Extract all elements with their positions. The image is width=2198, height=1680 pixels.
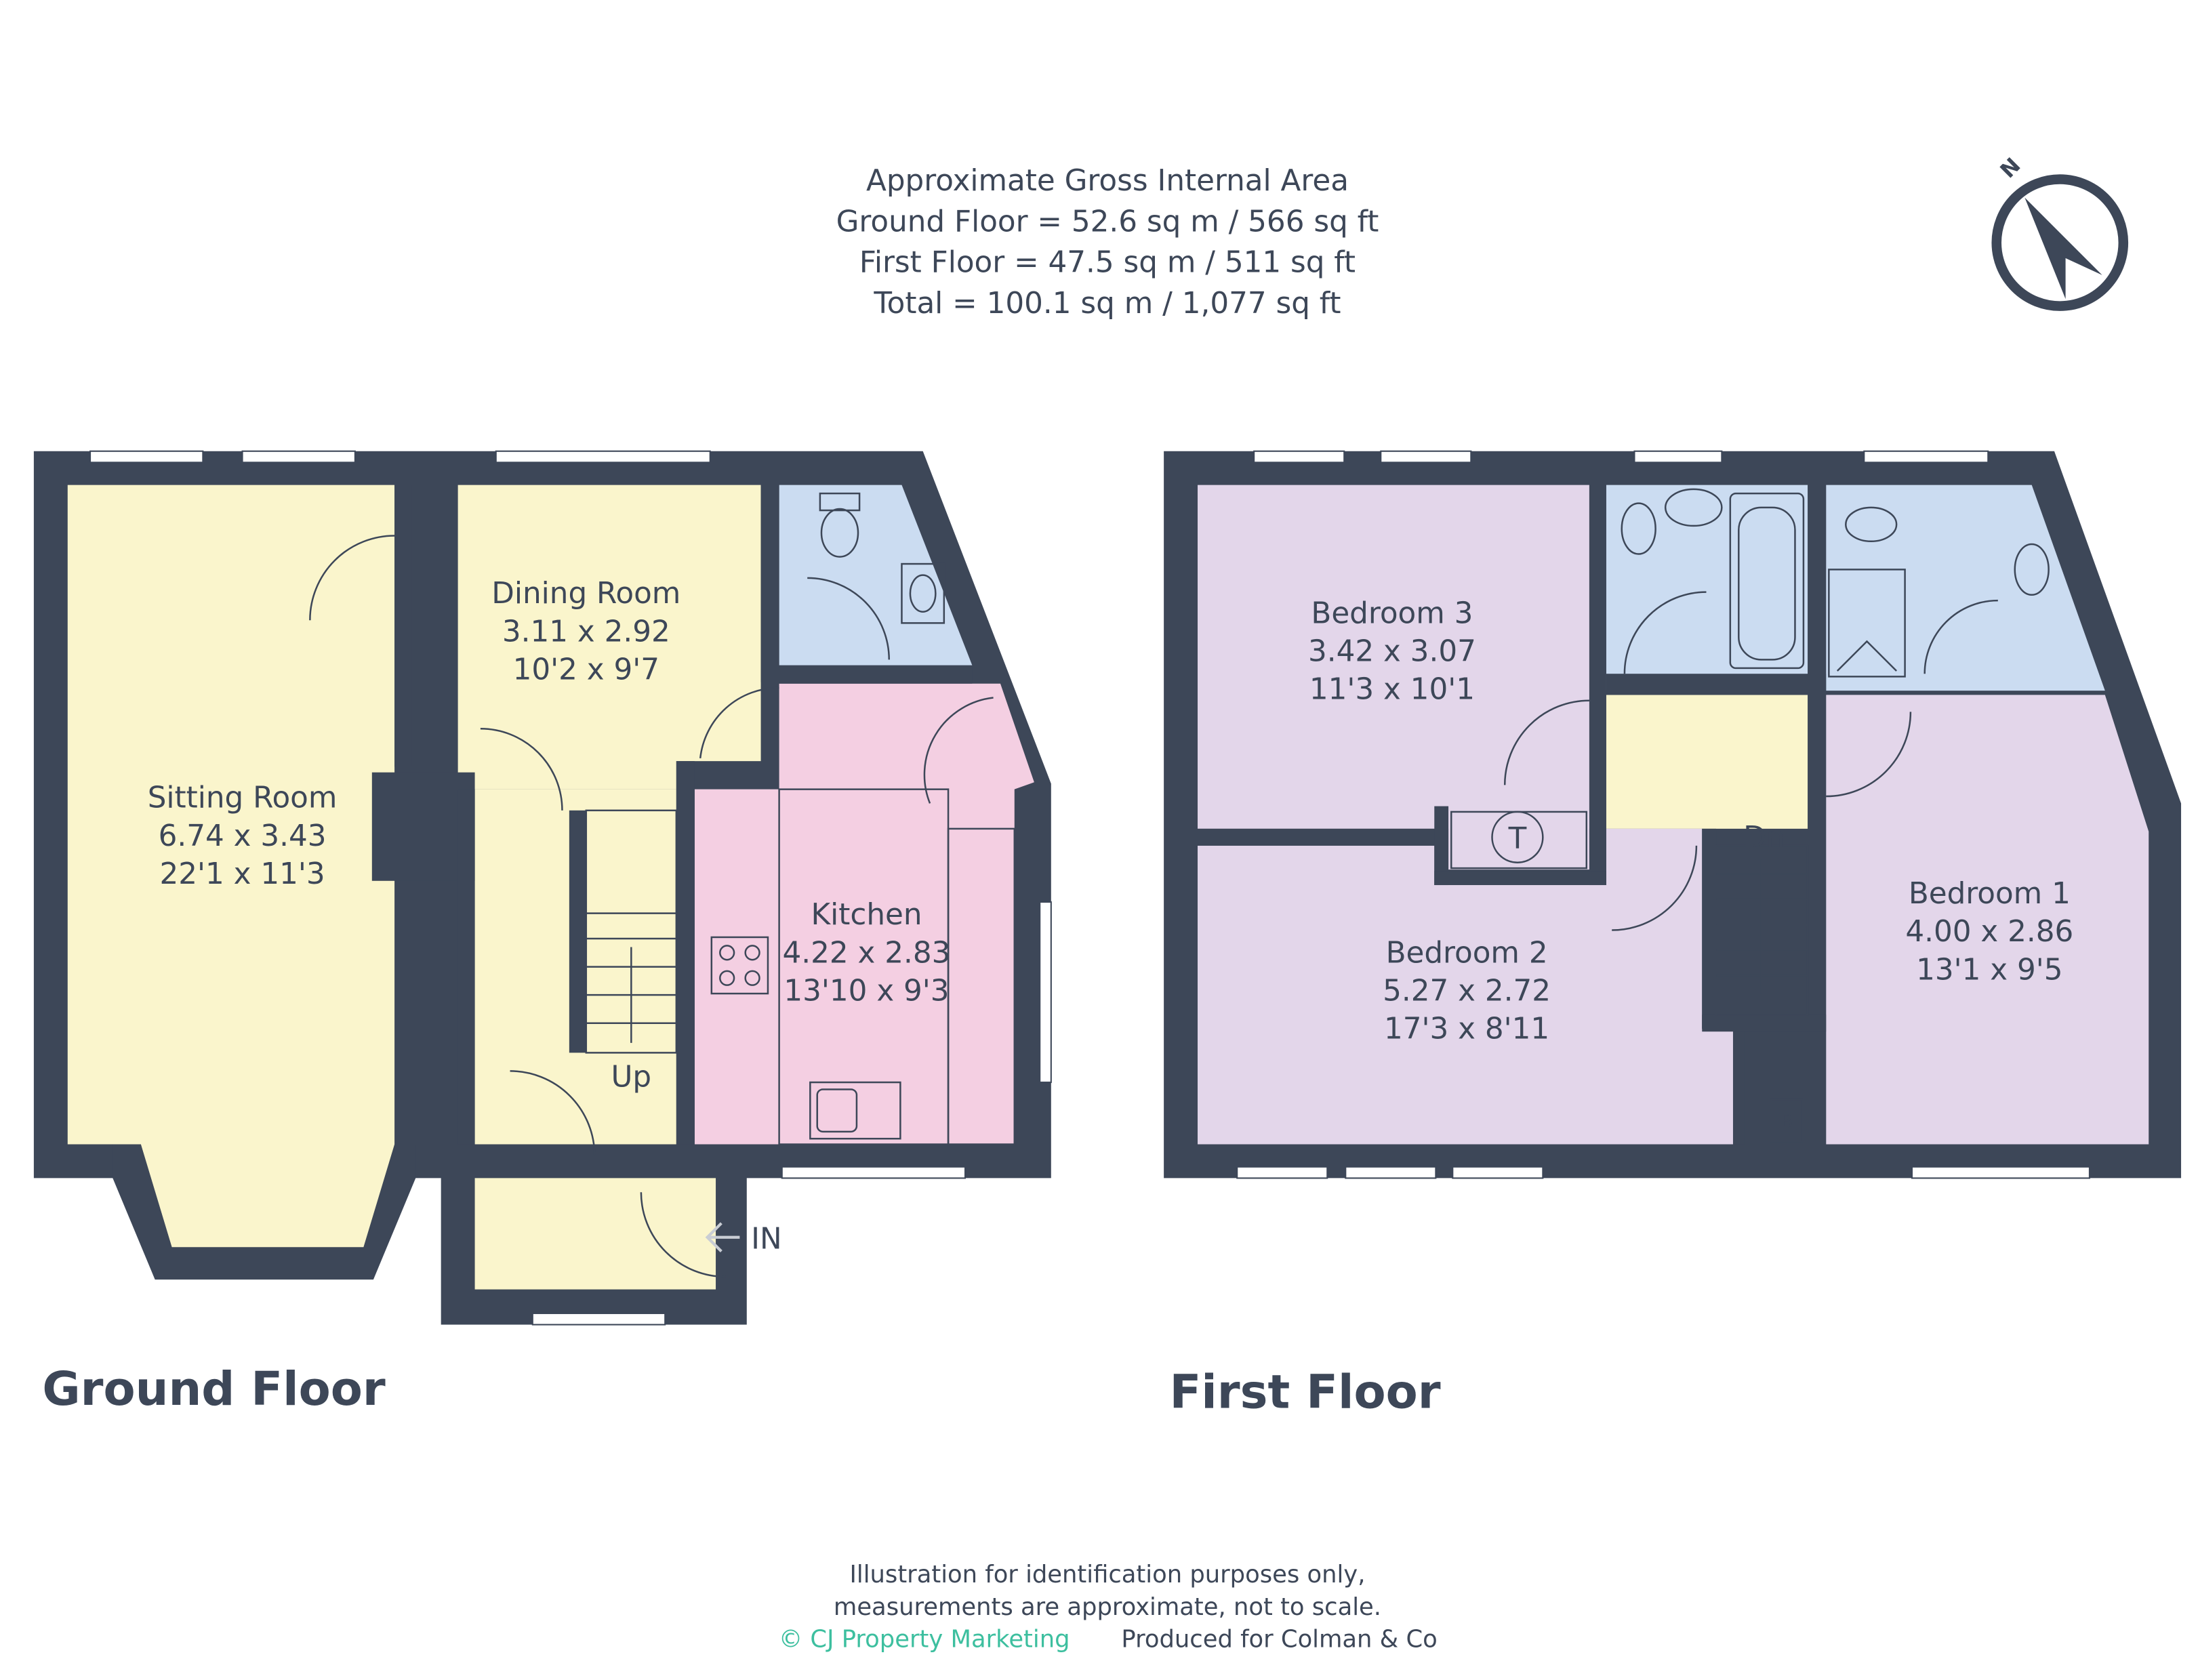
- room-imperial: 13'10 x 9'3: [783, 973, 949, 1008]
- room-metric: 4.22 x 2.83: [783, 935, 951, 970]
- ground-floor-plan: Sitting Room 6.74 x 3.43 22'1 x 11'3 Din…: [33, 450, 1052, 1416]
- area-title: Approximate Gross Internal Area: [866, 163, 1349, 198]
- boiler: B: [1770, 1098, 1804, 1143]
- tank-label: T: [1508, 821, 1527, 856]
- room-name: Bedroom 2: [1386, 935, 1548, 970]
- bath-icon: [1729, 492, 1805, 670]
- bedroom-1: [1826, 695, 2149, 1145]
- room-metric: 3.11 x 2.92: [502, 614, 670, 649]
- first-floor-plan: T B Dn: [1164, 450, 2182, 1419]
- stairs-up: [585, 809, 678, 1054]
- disclaimer-line-2: measurements are approximate, not to sca…: [834, 1593, 1381, 1621]
- toilet-icon: [1621, 502, 1656, 555]
- bedroom-2: [1198, 828, 1733, 1145]
- room-imperial: 10'2 x 9'7: [513, 653, 659, 687]
- stairs-label: Dn: [1743, 820, 1785, 855]
- room-name: Sitting Room: [148, 781, 338, 815]
- compass-label: N: [1996, 153, 2026, 183]
- room-metric: 3.42 x 3.07: [1308, 634, 1476, 668]
- room-imperial: 22'1 x 11'3: [159, 857, 325, 891]
- total-area: Total = 100.1 sq m / 1,077 sq ft: [873, 286, 1341, 321]
- room-name: Kitchen: [811, 897, 922, 932]
- basin-icon: [901, 562, 945, 624]
- room-metric: 4.00 x 2.86: [1905, 914, 2073, 949]
- room-name: Dining Room: [491, 576, 680, 611]
- stairs-down: Dn: [1715, 820, 1809, 1016]
- bedroom-3: [1198, 485, 1589, 829]
- ground-floor-area: Ground Floor = 52.6 sq m / 566 sq ft: [836, 204, 1379, 239]
- entrance-arrow-icon: [705, 1222, 740, 1252]
- first-floor-title: First Floor: [1169, 1365, 1440, 1419]
- room-metric: 5.27 x 2.72: [1383, 973, 1551, 1008]
- ground-floor-title: Ground Floor: [42, 1362, 386, 1416]
- basin-icon: [2014, 543, 2050, 596]
- sitting-room: [67, 485, 395, 1145]
- entrance-label: IN: [751, 1221, 782, 1256]
- basin-icon: [1664, 488, 1723, 527]
- disclaimer: Illustration for identification purposes…: [779, 1561, 1438, 1654]
- first-floor-area: First Floor = 47.5 sq m / 511 sq ft: [859, 245, 1356, 280]
- stairs-label: Up: [611, 1059, 651, 1094]
- water-tank: T: [1450, 811, 1588, 869]
- bathroom: [1606, 485, 1808, 691]
- toilet-icon: [819, 492, 861, 558]
- boiler-label: B: [1780, 1111, 1793, 1132]
- room-imperial: 17'3 x 8'11: [1384, 1012, 1549, 1046]
- room-name: Bedroom 1: [1909, 876, 2071, 911]
- area-summary: Approximate Gross Internal Area Ground F…: [836, 163, 1379, 321]
- room-metric: 6.74 x 3.43: [159, 819, 327, 853]
- ensuite: [1826, 485, 2105, 691]
- room-imperial: 13'1 x 9'5: [1916, 952, 2062, 987]
- copyright-credit: © CJ Property Marketing: [779, 1626, 1070, 1654]
- room-imperial: 11'3 x 10'1: [1309, 672, 1475, 707]
- landing: [1606, 695, 1808, 829]
- sink-icon: [809, 1081, 901, 1140]
- room-name: Bedroom 3: [1311, 596, 1473, 630]
- shower-icon: [1828, 569, 1906, 678]
- dining-room: [411, 485, 761, 790]
- produced-for: Produced for Colman & Co: [1121, 1626, 1437, 1654]
- north-arrow-icon: N: [1991, 153, 2129, 311]
- wc: [779, 485, 973, 665]
- porch: [474, 1178, 716, 1290]
- hob-icon: [710, 936, 769, 995]
- disclaimer-line-1: Illustration for identification purposes…: [849, 1561, 1365, 1589]
- toilet-icon: [1845, 506, 1898, 543]
